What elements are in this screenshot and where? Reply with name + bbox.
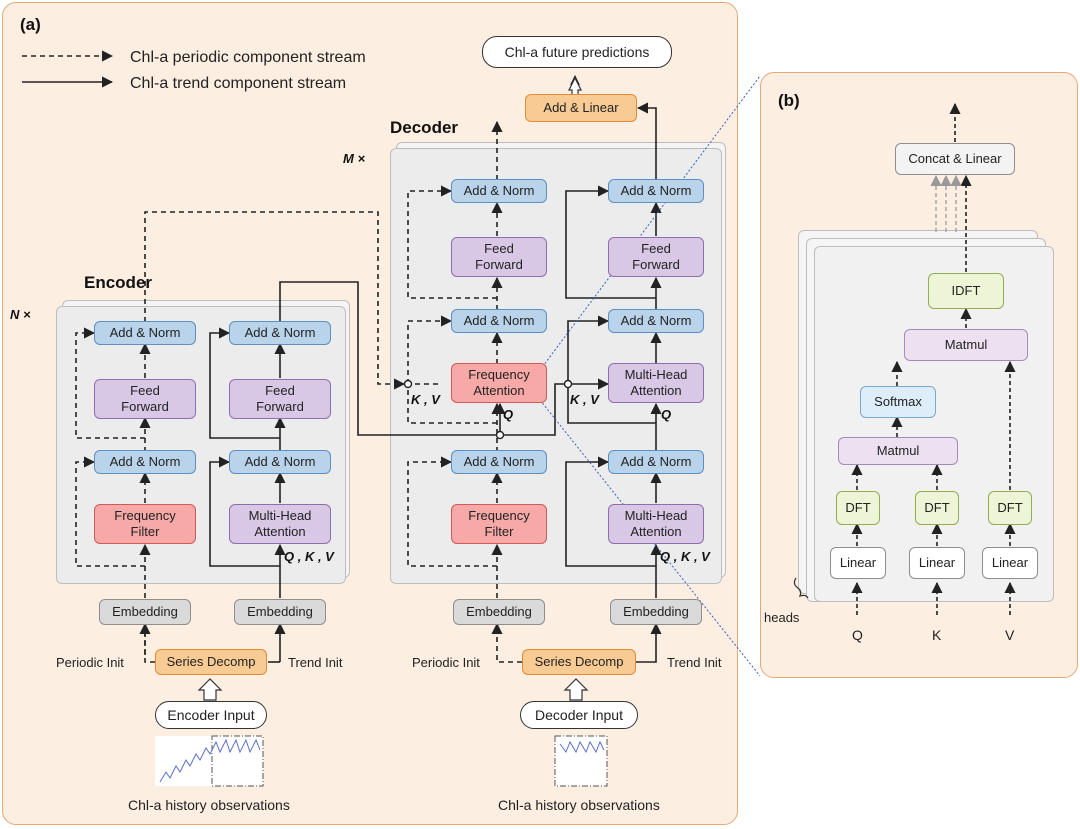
encoder-history-caption: Chl-a history observations	[128, 797, 290, 813]
dft-k-node: DFT	[915, 491, 959, 525]
encoder-history-plot	[155, 735, 264, 787]
encoder-add-norm-top-right: Add & Norm	[229, 321, 331, 345]
decoder-title: Decoder	[390, 118, 458, 137]
legend-trend-label: Chl-a trend component stream	[130, 75, 346, 92]
encoder-input-node: Encoder Input	[155, 701, 267, 729]
dft-v-node: DFT	[988, 491, 1032, 525]
decoder-kv-right-label: K , V	[570, 392, 600, 407]
encoder-embedding-left: Embedding	[99, 599, 191, 625]
encoder-multi-head-attention: Multi-Head Attention	[229, 504, 331, 544]
decoder-frequency-attention: Frequency Attention	[451, 363, 547, 403]
encoder-title: Encoder	[84, 273, 152, 292]
decoder-add-norm-top-left: Add & Norm	[451, 179, 547, 203]
decoder-add-norm-top-right: Add & Norm	[608, 179, 704, 203]
encoder-feed-forward-right: Feed Forward	[229, 379, 331, 419]
decoder-input-node: Decoder Input	[520, 701, 638, 729]
decoder-embedding-right: Embedding	[610, 599, 702, 625]
encoder-series-decomp: Series Decomp	[155, 649, 267, 675]
matmul-top-node: Matmul	[904, 329, 1028, 361]
legend-periodic-label: Chl-a periodic component stream	[130, 49, 366, 66]
decoder-q-left-label: Q	[503, 407, 513, 422]
concat-linear-node: Concat & Linear	[895, 143, 1015, 175]
decoder-add-norm-mid-right: Add & Norm	[608, 309, 704, 333]
linear-q-node: Linear	[830, 547, 886, 579]
panel-a-tag: (a)	[20, 15, 41, 34]
v-input-label: V	[1005, 627, 1015, 643]
idft-node: IDFT	[928, 273, 1004, 309]
dft-q-node: DFT	[836, 491, 880, 525]
encoder-embedding-right: Embedding	[234, 599, 326, 625]
heads-stack	[814, 246, 1054, 602]
encoder-frequency-filter: Frequency Filter	[94, 504, 196, 544]
decoder-frequency-filter: Frequency Filter	[451, 504, 547, 544]
decoder-trend-init: Trend Init	[667, 655, 722, 670]
encoder-repeat: N ×	[10, 307, 31, 322]
panel-b-tag: (b)	[778, 91, 800, 110]
k-input-label: K	[932, 627, 942, 643]
linear-v-node: Linear	[982, 547, 1038, 579]
decoder-repeat: M ×	[343, 151, 365, 166]
output-add-linear-node: Add & Linear	[525, 94, 637, 122]
decoder-feed-forward-right: Feed Forward	[608, 237, 704, 277]
future-predictions-node: Chl-a future predictions	[482, 36, 672, 68]
q-input-label: Q	[852, 627, 863, 643]
decoder-add-norm-low-left: Add & Norm	[451, 450, 547, 474]
decoder-feed-forward-left: Feed Forward	[451, 237, 547, 277]
decoder-add-norm-low-right: Add & Norm	[608, 450, 704, 474]
decoder-periodic-init: Periodic Init	[412, 655, 480, 670]
decoder-history-plot	[554, 735, 608, 787]
decoder-embedding-left: Embedding	[453, 599, 545, 625]
decoder-series-decomp: Series Decomp	[522, 649, 636, 675]
encoder-feed-forward-left: Feed Forward	[94, 379, 196, 419]
decoder-q-right-label: Q	[661, 407, 671, 422]
decoder-qkv-label: Q , K , V	[660, 549, 711, 564]
encoder-add-norm-top-left: Add & Norm	[94, 321, 196, 345]
decoder-add-norm-mid-left: Add & Norm	[451, 309, 547, 333]
encoder-add-norm-low-right: Add & Norm	[229, 450, 331, 474]
softmax-node: Softmax	[860, 386, 936, 418]
matmul-mid-node: Matmul	[838, 437, 958, 465]
encoder-qkv-label: Q , K , V	[284, 549, 335, 564]
encoder-periodic-init: Periodic Init	[56, 655, 124, 670]
encoder-trend-init: Trend Init	[288, 655, 343, 670]
decoder-multi-head-attention-mid: Multi-Head Attention	[608, 363, 704, 403]
decoder-kv-left-label: K , V	[411, 392, 441, 407]
heads-label: heads	[764, 610, 800, 625]
decoder-history-caption: Chl-a history observations	[498, 797, 660, 813]
encoder-add-norm-low-left: Add & Norm	[94, 450, 196, 474]
decoder-multi-head-attention-low: Multi-Head Attention	[608, 504, 704, 544]
linear-k-node: Linear	[909, 547, 965, 579]
